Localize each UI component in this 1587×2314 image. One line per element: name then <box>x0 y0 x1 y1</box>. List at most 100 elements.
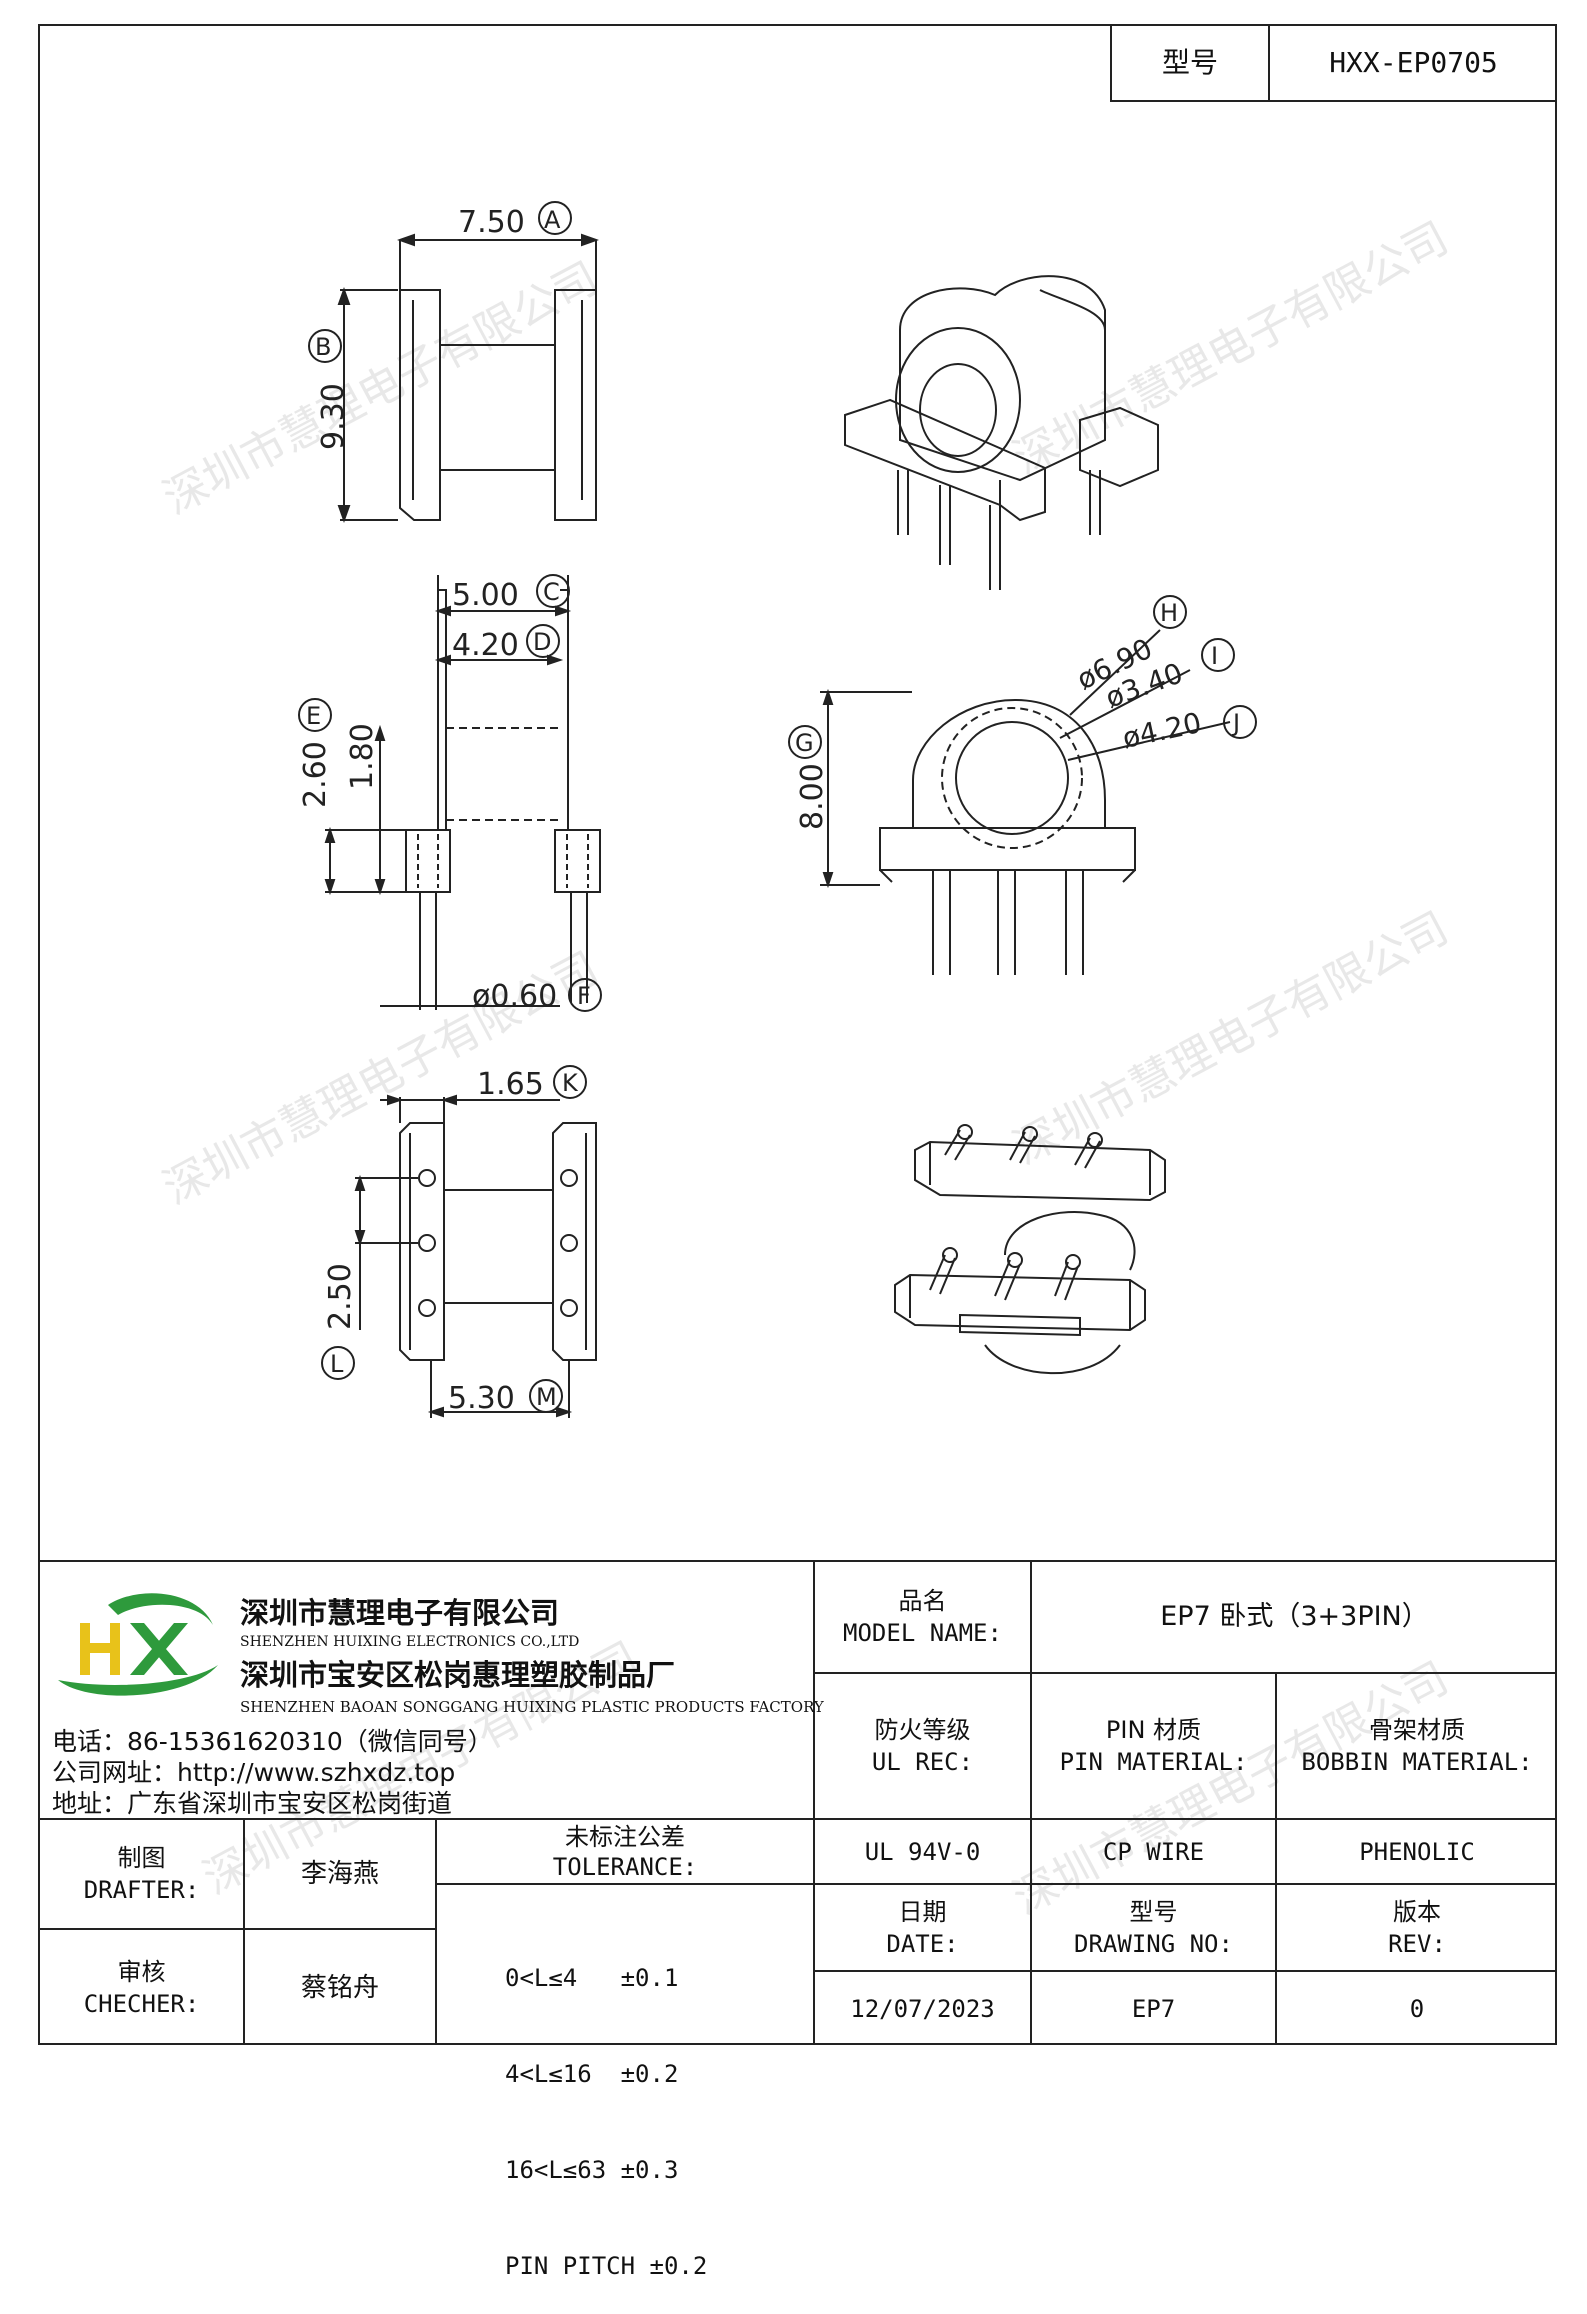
dim-b-value: 9.30 <box>316 383 351 450</box>
side-view <box>820 629 1231 975</box>
dim-b-balloon <box>308 329 342 363</box>
company-phone: 电话：86-15361620310（微信同号） <box>52 1727 493 1756</box>
drawing-frame <box>38 24 1557 2045</box>
dim-j-balloon <box>1223 705 1257 739</box>
title-block <box>38 1560 1557 2045</box>
dim-c-balloon <box>536 574 570 608</box>
company-address: 地址：广东省深圳市宝安区松岗街道 <box>52 1789 453 1818</box>
drafter-label-cn: 制图 <box>117 1844 166 1872</box>
ul-rec-label: 防火等级 UL REC: <box>815 1674 1030 1818</box>
bobbin-material-label-en: BOBBIN MATERIAL: <box>1301 1748 1533 1776</box>
tb-vline-1 <box>1030 1560 1032 2045</box>
dim-i-balloon <box>1201 638 1235 672</box>
rev-label: 版本 REV: <box>1277 1885 1557 1970</box>
tb-vline-drafter <box>243 1818 245 2045</box>
checker-label: 审核 CHECHER: <box>40 1930 243 2045</box>
pin-material-value: CP WIRE <box>1102 1837 1205 1866</box>
dim-j-value: ø4.20 <box>1120 706 1205 755</box>
dim-k-letter: K <box>562 1069 579 1097</box>
tolerance-row: 0<L≤4 ±0.1 <box>505 1964 679 1992</box>
dim-f-letter: F <box>577 982 591 1010</box>
tolerance-label: 未标注公差 TOLERANCE: <box>437 1820 813 1883</box>
dim-m-value: 5.30 <box>448 1381 515 1416</box>
model-name-label: 品名 MODEL NAME: <box>815 1562 1030 1672</box>
ul-rec-value: UL 94V-0 <box>864 1837 981 1866</box>
dim-e-sub-value: 1.80 <box>345 723 380 790</box>
logo-text: HX <box>48 1585 50 1586</box>
drawing-no-label: 型号 DRAWING NO: <box>1032 1885 1275 1970</box>
dim-l-balloon <box>321 1346 355 1380</box>
pin-material-label-cn: PIN 材质 <box>1105 1716 1202 1744</box>
dim-m-balloon <box>529 1379 563 1413</box>
dim-l-value: 2.50 <box>323 1263 358 1330</box>
bottom-view <box>354 1094 597 1418</box>
checker-label-en: CHECHER: <box>83 1989 200 2018</box>
model-header-value: HXX-EP0705 <box>1329 46 1498 79</box>
top-view <box>337 233 599 523</box>
company-name-en: SHENZHEN HUIXING ELECTRONICS CO.,LTD <box>240 1634 580 1650</box>
dim-d-value: 4.20 <box>452 628 519 663</box>
model-name-label-cn: 品名 <box>898 1587 947 1615</box>
checker-label-cn: 审核 <box>117 1957 166 1986</box>
isometric-view-top <box>844 275 1159 590</box>
rev-label-cn: 版本 <box>1393 1897 1441 1926</box>
tb-vline-2 <box>1275 1672 1277 2045</box>
model-header-divider <box>1268 24 1270 102</box>
drawing-no-value: EP7 <box>1131 1994 1176 2023</box>
rev-label-en: REV: <box>1388 1929 1446 1958</box>
tb-hline-tolerance <box>435 1883 813 1885</box>
tb-hline-right-3 <box>813 1970 1557 1972</box>
tolerance-label-en: TOLERANCE: <box>552 1852 698 1881</box>
dim-g-balloon <box>788 725 822 759</box>
dim-d-letter: D <box>533 628 551 656</box>
dim-c-letter: C <box>543 578 560 606</box>
dim-m-letter: M <box>536 1383 557 1411</box>
tolerance-row: PIN PITCH ±0.2 <box>505 2252 708 2280</box>
tolerance-list: 0<L≤4 ±0.1 4<L≤16 ±0.2 16<L≤63 ±0.3 PIN … <box>505 1898 707 2314</box>
date-value: 12/07/2023 <box>850 1994 995 2023</box>
dim-e-balloon <box>298 698 332 732</box>
dim-c-value: 5.00 <box>452 578 519 613</box>
drafter-value: 李海燕 <box>300 1859 379 1889</box>
drawing-no-label-cn: 型号 <box>1129 1897 1178 1926</box>
tb-vline-company <box>813 1560 815 2045</box>
factory-name-cn: 深圳市宝安区松岗惠理塑胶制品厂 <box>240 1658 676 1692</box>
tb-hline-right-1 <box>813 1672 1557 1674</box>
drafter-label: 制图 DRAFTER: <box>40 1820 243 1928</box>
dim-e-value: 2.60 <box>298 741 333 808</box>
dim-e-letter: E <box>306 702 321 730</box>
ul-rec-label-en: UL REC: <box>871 1748 974 1776</box>
rev-value: 0 <box>1409 1994 1425 2023</box>
model-name-value: EP7 卧式（3+3PIN） <box>1160 1601 1429 1632</box>
dim-f-balloon <box>568 978 602 1012</box>
ul-rec-label-cn: 防火等级 <box>874 1716 971 1744</box>
dim-a-letter: A <box>544 206 561 234</box>
model-header-label: 型号 <box>1161 46 1218 79</box>
dim-b-letter: B <box>315 333 331 361</box>
dim-h-letter: H <box>1160 599 1178 627</box>
pin-material-label: PIN 材质 PIN MATERIAL: <box>1032 1674 1275 1818</box>
tb-hline-left <box>38 1928 435 1930</box>
company-website: 公司网址：http://www.szhxdz.top <box>52 1758 456 1787</box>
factory-name-en: SHENZHEN BAOAN SONGGANG HUIXING PLASTIC … <box>240 1698 824 1716</box>
drawing-no-label-en: DRAWING NO: <box>1074 1929 1233 1958</box>
dim-f-value: ø0.60 <box>472 979 557 1014</box>
dim-k-value: 1.65 <box>477 1067 544 1102</box>
tolerance-label-cn: 未标注公差 <box>565 1822 685 1851</box>
date-label-cn: 日期 <box>898 1897 947 1926</box>
dim-a-value: 7.50 <box>458 205 525 240</box>
date-label-en: DATE: <box>886 1929 959 1958</box>
date-label: 日期 DATE: <box>815 1885 1030 1970</box>
bobbin-material-label: 骨架材质 BOBBIN MATERIAL: <box>1277 1674 1557 1818</box>
company-name-cn: 深圳市慧理电子有限公司 <box>240 1596 560 1630</box>
model-name-label-en: MODEL NAME: <box>843 1619 1002 1647</box>
isometric-view-bottom <box>894 1124 1166 1375</box>
drafter-label-en: DRAFTER: <box>83 1876 200 1904</box>
dim-l-letter: L <box>330 1350 344 1378</box>
bobbin-material-value: PHENOLIC <box>1359 1837 1475 1866</box>
technical-drawing: 7.50 A B 9.30 5.00 C 4.20 D E 2.60 1.80 … <box>298 201 1257 1418</box>
pin-material-label-en: PIN MATERIAL: <box>1059 1748 1248 1776</box>
tolerance-row: 16<L≤63 ±0.3 <box>505 2156 679 2184</box>
tb-hline-main <box>38 1818 1557 1820</box>
bobbin-material-label-cn: 骨架材质 <box>1369 1716 1465 1744</box>
